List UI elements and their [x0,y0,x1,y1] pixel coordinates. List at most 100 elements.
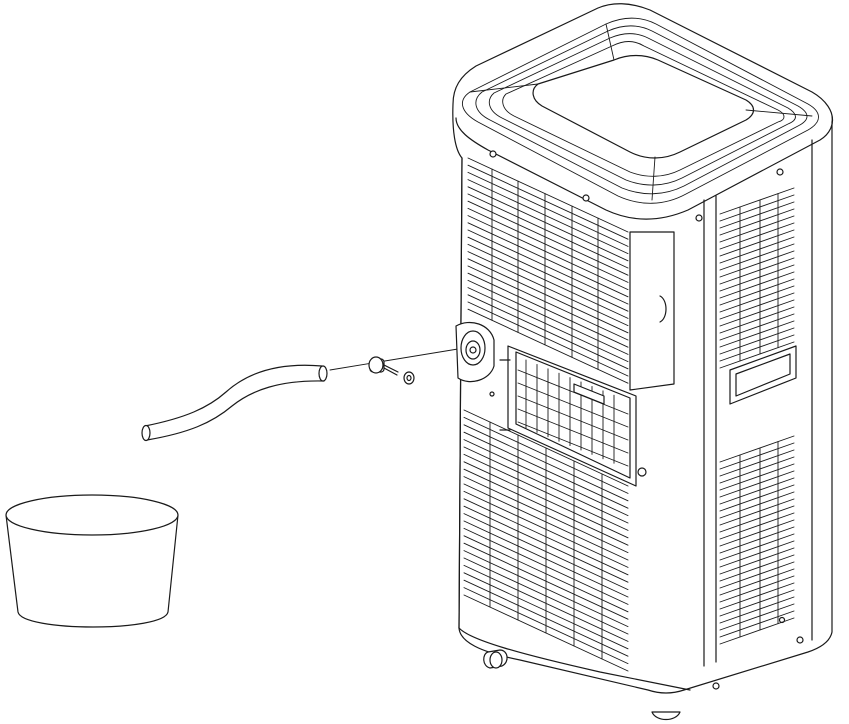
grille-slat [719,435,795,463]
grille-slat [719,470,795,498]
front-lower-grille [463,409,629,672]
grille-slat [467,243,629,319]
grille-slat [719,320,795,348]
grille-slat [719,299,795,327]
grille-slat [719,491,795,519]
grille-slat [719,582,795,610]
grille-slat [719,547,795,575]
grille-slat [719,201,795,229]
side-access-panel [629,231,675,391]
grille-slat [719,526,795,554]
air-conditioner-unit [452,3,834,721]
screw [776,168,784,176]
grille-slat [719,250,795,278]
grille-slat [467,251,629,327]
grille-slat [719,554,795,582]
grille-slat [467,294,629,370]
grille-slat [719,484,795,512]
grille-slat [719,257,795,285]
grille-slat [719,187,795,215]
front-upper-grille [467,157,629,384]
hose-end-opening [141,424,151,442]
grille-slat [467,287,629,363]
grille-slat [467,308,629,384]
drain-plug-ring [403,371,415,385]
grille-slat [467,200,629,276]
grille-slat [719,243,795,271]
grille-slat [467,164,629,240]
grille-slat [719,306,795,334]
grille-slat [719,456,795,484]
drain-outlet [455,321,495,397]
side-lower-grille [719,435,795,645]
grille-slat [467,207,629,283]
screw [796,636,804,644]
grille-slat [719,463,795,491]
grille-slat [719,215,795,243]
grille-slat [719,519,795,547]
slot-rail [517,408,629,454]
grille-slat [719,236,795,264]
grille-slat [719,194,795,222]
grille-slat [719,589,795,617]
grille-slat [719,575,795,603]
grille-slat [719,568,795,596]
grille-slat [467,215,629,291]
grille-slat [719,449,795,477]
grille-slat [719,596,795,624]
grille-slat [467,171,629,247]
grille-slat [719,617,795,645]
grille-slat [719,313,795,341]
grille-slat [719,327,795,355]
grille-slat [719,477,795,505]
grille-slat [719,540,795,568]
grille-slat [467,222,629,298]
slot-rail [517,382,629,428]
grille-slat [467,186,629,262]
screw [712,682,720,690]
slot-rail [517,369,629,415]
grille-slat [719,498,795,526]
grille-slat [719,512,795,540]
grille-slat [719,603,795,631]
grille-slat [719,533,795,561]
grille-slat [467,279,629,355]
grille-slat [467,236,629,312]
grille-slat [719,561,795,589]
grille-slat [719,442,795,470]
grille-slat [719,222,795,250]
grille-slat [719,505,795,533]
grille-slat [719,264,795,292]
grille-slat [719,208,795,236]
grille-slat [467,272,629,348]
grille-slat [719,292,795,320]
side-upper-grille [719,187,795,369]
collection-container [5,494,179,628]
screw [695,214,703,222]
grille-slat [719,271,795,299]
grille-slat [719,610,795,638]
grille-slat [467,193,629,269]
screw [489,150,497,158]
grille-slat [467,301,629,377]
grille-slat [467,258,629,334]
grille-slat [719,229,795,257]
grille-slat [467,157,629,233]
hose-end-connector [318,365,328,382]
grille-slat [719,278,795,306]
caster-wheel [483,649,681,721]
drain-hose [141,364,328,442]
grille-slat [467,265,629,341]
grille-slat [719,341,795,369]
slot-rail [517,395,629,441]
slot-rail [517,421,629,467]
assembly-guide-line [329,347,465,371]
grille-slat [467,179,629,255]
grille-slat [719,285,795,313]
grille-slat [467,229,629,305]
grille-slat [719,334,795,362]
carry-handle [729,345,797,405]
drain-plug [368,356,415,385]
